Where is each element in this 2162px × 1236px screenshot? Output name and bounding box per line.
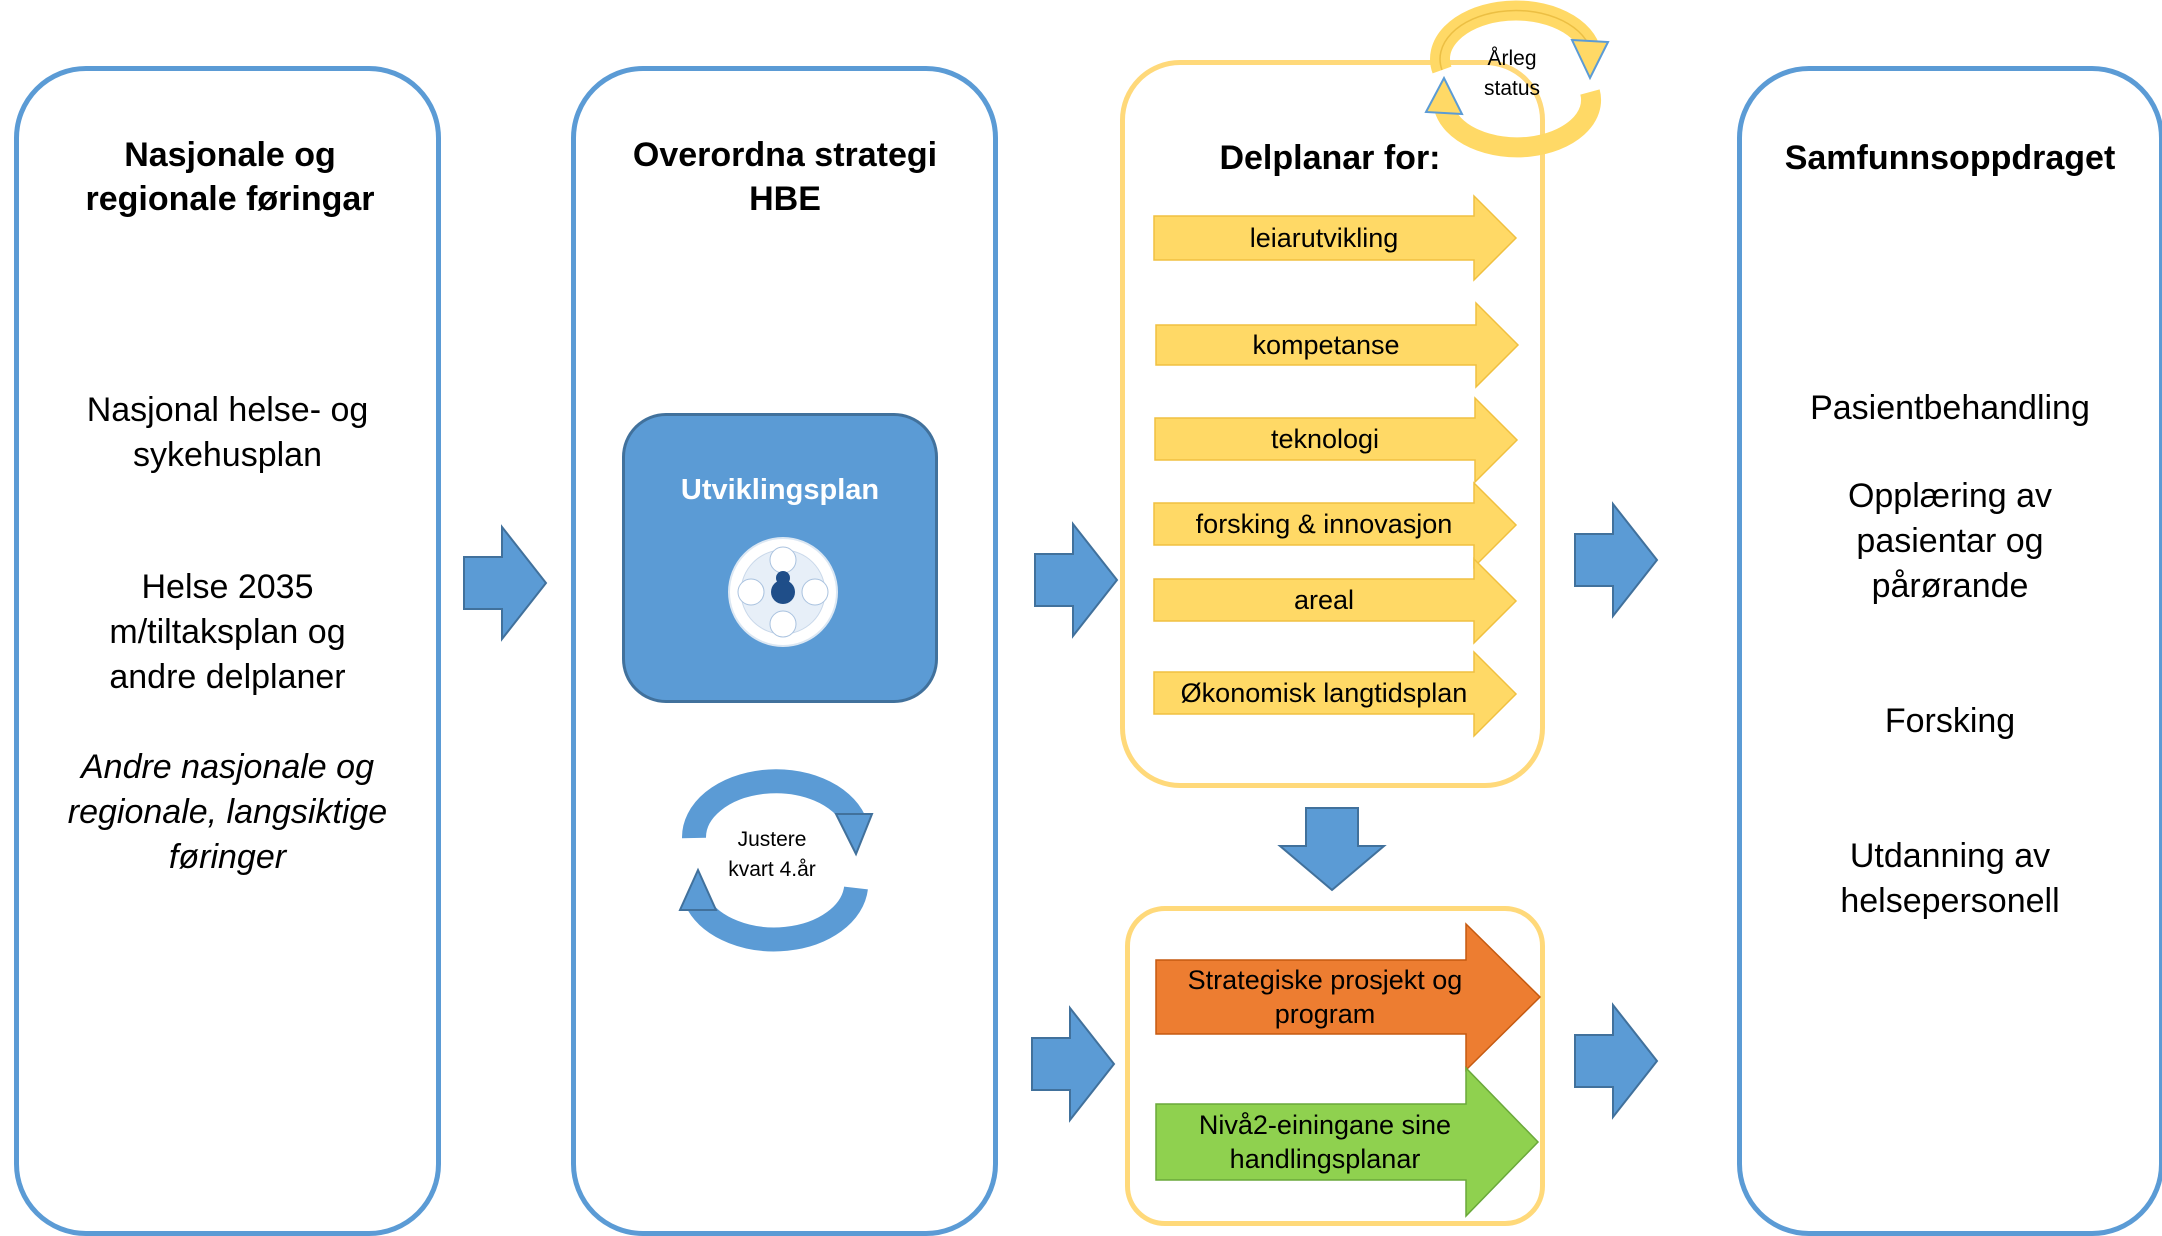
adjust-cycle-icon bbox=[678, 769, 874, 952]
flow-arrow-1 bbox=[463, 524, 548, 642]
sub-plan-arrow-leadership bbox=[1153, 194, 1518, 282]
sub-plans-title: Delplanar for: bbox=[1219, 139, 1441, 177]
national-guidelines-panel bbox=[14, 66, 441, 1236]
strategy-title: Overordna strategi HBE bbox=[632, 136, 938, 218]
unit-action-plans-arrow bbox=[1155, 1066, 1540, 1218]
flow-arrow-down bbox=[1277, 807, 1387, 892]
annual-status-label: Årleg status bbox=[1483, 47, 1541, 100]
sub-plan-label-economy: Økonomisk langtidsplan bbox=[1180, 678, 1468, 708]
sub-plan-label-leadership: leiarutvikling bbox=[1249, 223, 1399, 253]
sub-plan-label-research: forsking & innovasjon bbox=[1195, 509, 1453, 539]
sub-plan-label-competence: kompetanse bbox=[1252, 330, 1400, 360]
flow-arrow-2 bbox=[1034, 521, 1119, 639]
helse-2035-text: Helse 2035 m/tiltaksplan og andre delpla… bbox=[109, 568, 346, 696]
development-plan-label: Utviklingsplan bbox=[680, 474, 880, 506]
adjust-cycle-label: Justere kvart 4.år bbox=[728, 828, 816, 881]
social-mission-title: Samfunnsoppdraget bbox=[1784, 139, 2116, 177]
sub-plan-arrow-area bbox=[1153, 557, 1518, 645]
strategic-projects-label: Strategiske prosjekt og program bbox=[1187, 965, 1463, 1029]
sub-plan-label-technology: teknologi bbox=[1270, 424, 1380, 454]
sub-plan-label-area: areal bbox=[1293, 585, 1355, 615]
flow-arrow-3 bbox=[1031, 1005, 1116, 1123]
flow-arrow-4 bbox=[1574, 501, 1659, 619]
unit-action-plans-label: Nivå2-einingane sine handlingsplanar bbox=[1198, 1110, 1452, 1174]
sub-plan-arrow-research bbox=[1153, 481, 1518, 569]
sub-plan-arrow-economy bbox=[1153, 650, 1518, 738]
national-guidelines-title: Nasjonale og regionale føringar bbox=[85, 136, 375, 218]
sub-plan-arrow-competence bbox=[1155, 301, 1520, 389]
other-guidelines-text: Andre nasjonale og regionale, langsiktig… bbox=[67, 748, 388, 876]
education-text: Utdanning av helsepersonell bbox=[1840, 837, 2060, 920]
patient-treatment-text: Pasientbehandling bbox=[1810, 389, 2090, 427]
social-mission-panel bbox=[1737, 66, 2162, 1236]
development-plan-thumbnail-icon bbox=[728, 537, 838, 647]
flow-arrow-5 bbox=[1574, 1002, 1659, 1120]
research-text: Forsking bbox=[1884, 702, 2016, 740]
national-health-plan-text: Nasjonal helse- og sykehusplan bbox=[86, 391, 369, 474]
sub-plan-arrow-technology bbox=[1154, 396, 1519, 484]
patient-education-text: Opplæring av pasientar og pårørande bbox=[1847, 477, 2053, 605]
strategic-projects-arrow bbox=[1155, 922, 1542, 1072]
annual-status-cycle-icon bbox=[1424, 0, 1610, 158]
